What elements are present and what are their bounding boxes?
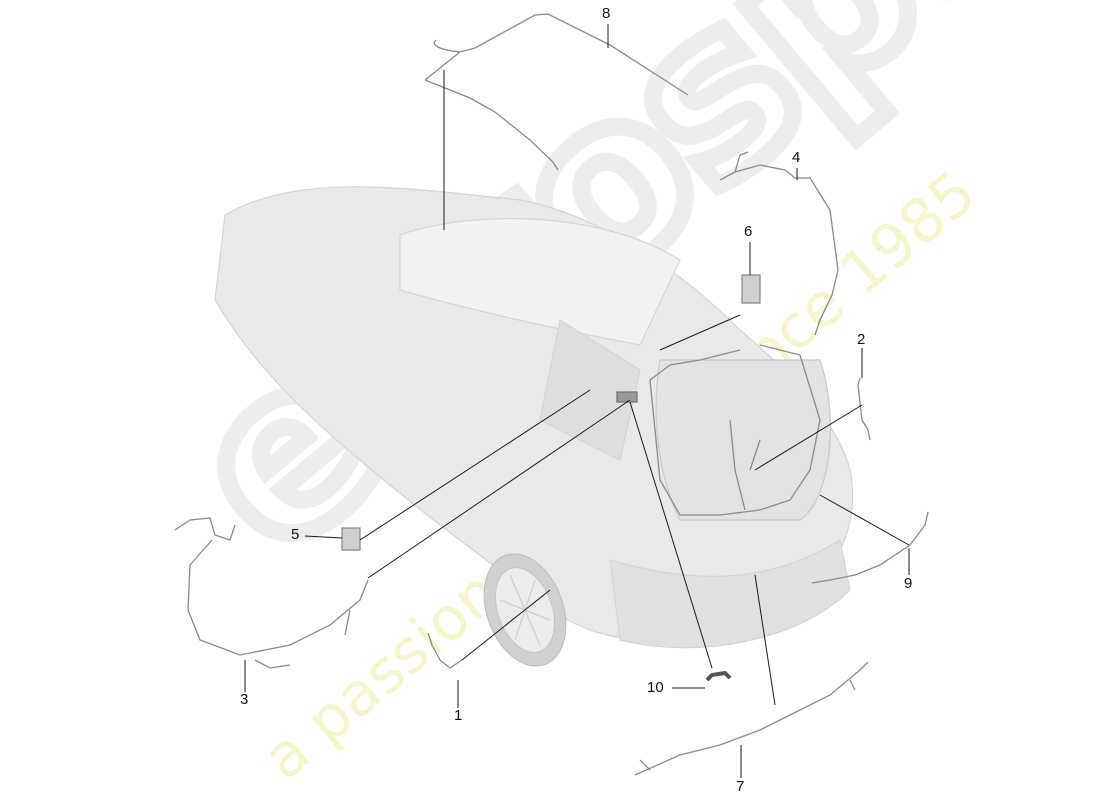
callout-6[interactable]: 6: [744, 223, 753, 240]
callout-9[interactable]: 9: [904, 575, 913, 592]
callout-3[interactable]: 3: [240, 691, 249, 708]
callout-10[interactable]: 10: [647, 679, 664, 696]
callout-4[interactable]: 4: [792, 149, 801, 166]
callout-2[interactable]: 2: [857, 331, 866, 348]
car-body: [214, 186, 854, 649]
callout-5[interactable]: 5: [291, 526, 300, 543]
callout-8[interactable]: 8: [602, 5, 611, 22]
callout-7[interactable]: 7: [736, 778, 745, 795]
leader-lines: [244, 24, 910, 778]
callout-1[interactable]: 1: [454, 707, 463, 724]
harness-lines: [174, 13, 929, 776]
